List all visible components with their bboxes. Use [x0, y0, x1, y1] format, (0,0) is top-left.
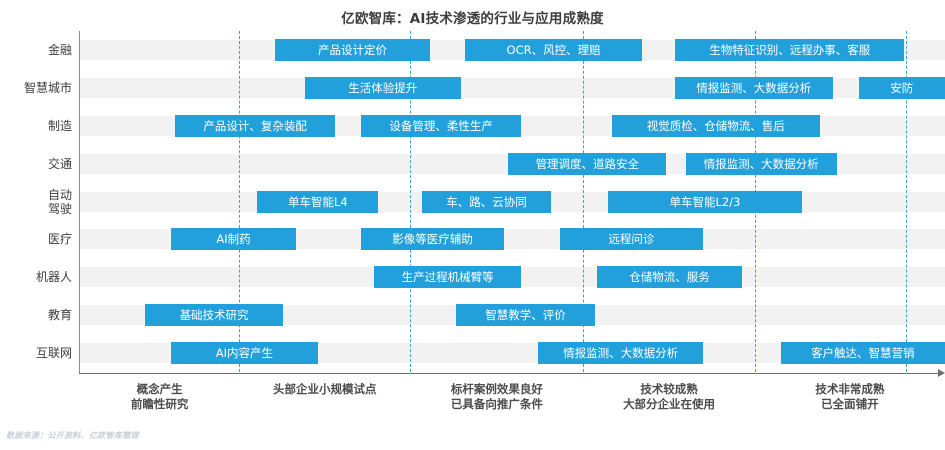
bar[interactable]: 生物特征识别、远程办事、客服 [675, 38, 905, 61]
bar[interactable]: 情报监测、大数据分析 [675, 76, 833, 99]
bar[interactable]: 单车智能L2/3 [607, 190, 803, 213]
source-note: 数据来源：公开资料、亿欧智库整理 [6, 431, 139, 440]
category-label-智慧城市: 智慧城市 [23, 80, 72, 95]
category-label-金融: 金融 [47, 42, 72, 57]
category-label-互联网: 互联网 [35, 346, 72, 361]
x-axis-line [79, 373, 940, 374]
bar[interactable]: 生产过程机械臂等 [374, 266, 522, 289]
category-label-自动驾驶: 自动驾驶 [47, 187, 72, 216]
bar[interactable]: 影像等医疗辅助 [361, 228, 504, 251]
row-band [80, 229, 945, 250]
bar[interactable]: 情报监测、大数据分析 [538, 342, 703, 365]
category-label-医疗: 医疗 [47, 232, 72, 247]
category-label-制造: 制造 [47, 118, 72, 133]
bar[interactable]: 远程问诊 [560, 228, 703, 251]
bar[interactable]: OCR、风控、理赔 [464, 38, 643, 61]
gridline-2 [410, 31, 412, 372]
gridline-5 [906, 31, 908, 372]
bar[interactable]: 客户触达、智慧营销 [780, 342, 945, 365]
category-label-机器人: 机器人 [35, 270, 72, 285]
bar[interactable]: 基础技术研究 [144, 304, 284, 327]
bar[interactable]: 产品设计定价 [274, 38, 431, 61]
y-axis-line [79, 31, 80, 374]
bar[interactable]: 生活体验提升 [304, 76, 461, 99]
stage-label-4: 技术较成熟大部分企业在使用 [623, 382, 716, 411]
x-axis-arrow-icon [938, 369, 945, 377]
bar[interactable]: 单车智能L4 [257, 190, 379, 213]
stage-label-2: 头部企业小规模试点 [273, 382, 377, 396]
category-label-交通: 交通 [47, 156, 72, 171]
stage-label-1: 概念产生前瞻性研究 [130, 382, 189, 411]
bar[interactable]: AI内容产生 [170, 342, 318, 365]
bar[interactable]: 智慧教学、评价 [456, 304, 595, 327]
bar[interactable]: 安防 [858, 76, 945, 99]
page-title: 亿欧智库：AI技术渗透的行业与应用成熟度 [341, 11, 604, 27]
bar[interactable]: 设备管理、柔性生产 [361, 114, 522, 137]
bar[interactable]: 车、路、云协同 [421, 190, 552, 213]
gridline-1 [239, 31, 241, 372]
bar[interactable]: 视觉质检、仓储物流、售后 [611, 114, 820, 137]
bar[interactable]: 产品设计、复杂装配 [175, 114, 336, 137]
stage-label-3: 标杆案例效果良好已具备向推广条件 [450, 382, 543, 411]
bar[interactable]: 情报监测、大数据分析 [685, 152, 837, 175]
category-label-教育: 教育 [47, 308, 72, 323]
bar[interactable]: 仓储物流、服务 [597, 266, 742, 289]
stage-label-5: 技术非常成熟已全面铺开 [815, 382, 885, 411]
bar[interactable]: AI制药 [170, 228, 297, 251]
gridline-3 [583, 31, 585, 372]
bar[interactable]: 管理调度、道路安全 [508, 152, 667, 175]
